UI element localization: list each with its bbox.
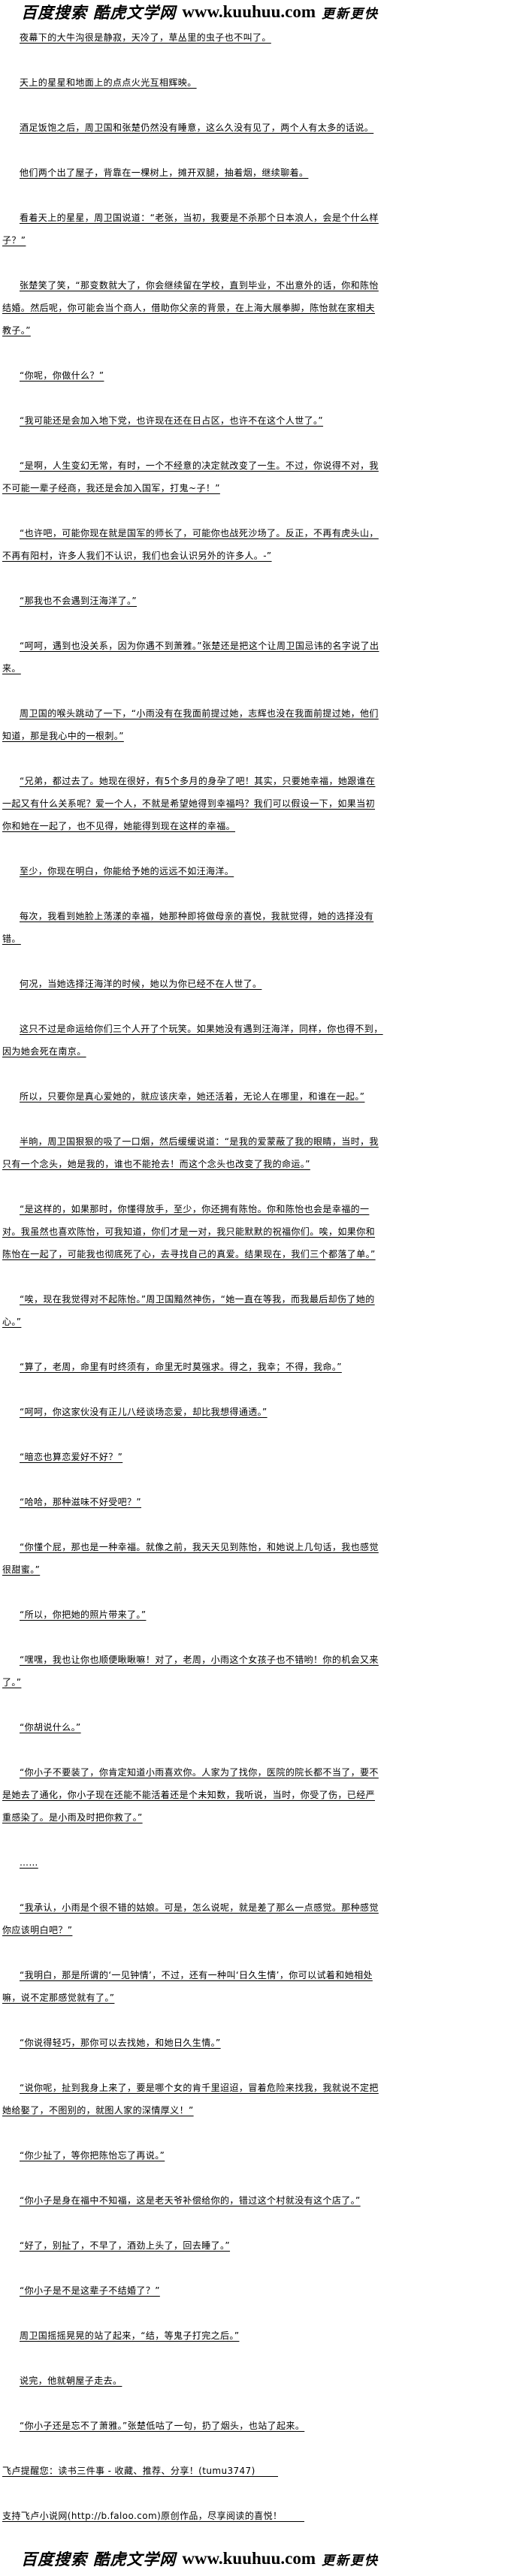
site-logo-footer[interactable]: 百度搜索 酷虎文学网 www.kuuhuu.com 更新更快 [21, 2547, 379, 2570]
story-paragraph: 夜幕下的大牛沟很是静寂，天冷了，草丛里的虫子也不叫了。 [20, 32, 271, 43]
story-paragraph: 看着天上的星星，周卫国说道：“老张，当初，我要是不杀那个日本浪人，会是个什么样子… [2, 213, 379, 246]
story-paragraph: “你呢，你做什么？” [20, 370, 104, 381]
story-paragraph: “嘿嘿，我也让你也顺便瞅瞅嘛！对了，老周，小雨这个女孩子也不错哟！你的机会又来了… [2, 1654, 379, 1688]
story-paragraph: “你少扯了，等你把陈怡忘了再说。” [20, 2150, 165, 2161]
story-paragraph: “所以，你把她的照片带来了。” [20, 1609, 147, 1620]
story-paragraph: “你小子是不是这辈子不结婚了？” [20, 2285, 160, 2296]
story-paragraph: 所以，只要你是真心爱她的，就应该庆幸，她还活着，无论人在哪里，和谁在一起。” [20, 1091, 365, 1102]
story-paragraph: 这只不过是命运给你们三个人开了个玩笑。如果她没有遇到汪海洋，同样，你也得不到，因… [2, 1024, 383, 1057]
story-paragraph: “是啊，人生变幻无常，有时，一个不经意的决定就改变了一生。不过，你说得不对，我不… [2, 460, 379, 493]
story-paragraph: “也许吧，可能你现在就是国军的师长了，可能你也战死沙场了。反正，不再有虎头山，不… [2, 528, 379, 561]
story-paragraph: 他们两个出了屋子，背靠在一棵树上，摊开双腿，抽着烟，继续聊着。 [20, 167, 309, 178]
story-paragraph: 至少，你现在明白，你能给予她的远远不如汪海洋。 [20, 866, 234, 876]
story-paragraph: 每次，我看到她脸上荡漾的幸福，她那种即将做母亲的喜悦，我就觉得，她的选择没有错。 [2, 911, 374, 944]
site-logo-tagline: 更新更快 [322, 2553, 379, 2568]
story-paragraph: …… [20, 1857, 38, 1868]
story-paragraph: “那我也不会遇到汪海洋了。” [20, 596, 138, 606]
story-paragraph: “你胡说什么。” [20, 1722, 81, 1733]
story-paragraph: “唉，现在我觉得对不起陈怡。”周卫国黯然神伤，“她一直在等我，而我最后却伤了她的… [2, 1294, 375, 1327]
story-paragraph: “兄弟，都过去了。她现在很好，有5个多月的身孕了吧！其实，只要她幸福，她跟谁在一… [2, 776, 376, 831]
chapter-content: 夜幕下的大牛沟很是静寂，天冷了，草丛里的虫子也不叫了。天上的星星和地面上的点点火… [2, 26, 384, 2550]
story-paragraph: “算了，老周，命里有时终须有，命里无时莫强求。得之，我幸；不得，我命。” [20, 1362, 342, 1372]
support-link-text[interactable]: 支持飞卢小说网(http://b.faloo.com)原创作品，尽享阅读的喜悦！ [2, 2511, 305, 2522]
story-paragraph: “你小子不要装了，你肯定知道小雨喜欢你。人家为了找你，医院的院长都不当了，要不是… [2, 1767, 379, 1823]
site-logo-tagline: 更新更快 [322, 6, 379, 22]
story-paragraph: 张楚笑了笑，“那变数就大了，你会继续留在学校，直到毕业，不出意外的话，你和陈怡结… [2, 280, 379, 336]
story-paragraph: 周卫国的喉头跳动了一下，“小雨没有在我面前提过她，志辉也没在我面前提过她，他们知… [2, 708, 379, 741]
site-logo-name: 百度搜索 酷虎文学网 [21, 3, 177, 22]
story-paragraph: “哈哈，那种滋味不好受吧？” [20, 1497, 142, 1507]
story-paragraph: “我可能还是会加入地下党，也许现在还在日占区，也许不在这个人世了。” [20, 415, 324, 426]
reading-reminder-text: 飞卢提醒您：读书三件事 - 收藏、推荐、分享！(tumu3747) [2, 2466, 278, 2477]
story-paragraph: “呵呵，你这家伙没有正儿八经谈场恋爱，却比我想得通透。” [20, 1407, 268, 1417]
support-link[interactable]: 支持飞卢小说网(http://b.faloo.com)原创作品，尽享阅读的喜悦！ [2, 2505, 384, 2527]
story-paragraph: 天上的星星和地面上的点点火光互相辉映。 [20, 77, 197, 88]
story-paragraph: “你懂个屁，那也是一种幸福。就像之前，我天天见到陈怡，和她说上几句话，我也感觉很… [2, 1542, 379, 1575]
site-logo-header[interactable]: 百度搜索 酷虎文学网 www.kuuhuu.com 更新更快 [21, 1, 379, 23]
site-logo-url: www.kuuhuu.com [182, 2549, 316, 2568]
story-paragraph: “暗恋也算恋爱好不好？” [20, 1452, 123, 1462]
site-logo-url: www.kuuhuu.com [182, 2, 316, 21]
story-paragraph: “你小子还是忘不了萧雅。”张楚低咕了一句，扔了烟头，也站了起来。 [20, 2421, 305, 2431]
site-logo-name: 百度搜索 酷虎文学网 [21, 2550, 177, 2568]
story-paragraph: 何况，当她选择汪海洋的时候，她以为你已经不在人世了。 [20, 979, 262, 989]
story-paragraph: 半晌，周卫国狠狠的吸了一口烟，然后缓缓说道：“是我的爱蒙蔽了我的眼睛，当时，我只… [2, 1136, 379, 1169]
story-paragraph: “呵呵，遇到也没关系，因为你遇不到萧雅。”张楚还是把这个让周卫国忌讳的名字说了出… [2, 641, 379, 674]
story-paragraph: “好了，别扯了，不早了，酒劲上头了，回去睡了。” [20, 2240, 231, 2251]
story-paragraph: “你说得轻巧，那你可以去找她，和她日久生情。” [20, 2038, 221, 2048]
story-paragraph: “你小子是身在福中不知福，这是老天爷补偿给你的，错过这个村就没有这个店了。” [20, 2195, 361, 2206]
story-paragraph: “说你呢，扯到我身上来了，要是哪个女的肯千里迢迢，冒着危险来找我，我就说不定把她… [2, 2083, 379, 2116]
story-paragraph: 周卫国摇摇晃晃的站了起来，“结，等鬼子打完之后。” [20, 2330, 240, 2341]
story-paragraph: “是这样的，如果那时，你懂得放手，至少，你还拥有陈怡。你和陈怡也会是幸福的一对。… [2, 1204, 376, 1259]
story-paragraph: “我承认，小雨是个很不错的姑娘。可是，怎么说呢，就是差了那么一点感觉。那种感觉你… [2, 1902, 379, 1935]
story-paragraph: “我明白，那是所谓的‘一见钟情’，不过，还有一种叫‘日久生情’，你可以试着和她相… [2, 1970, 373, 2003]
story-paragraph: 酒足饭饱之后，周卫国和张楚仍然没有睡意，这么久没有见了，两个人有太多的话说。 [20, 122, 374, 133]
story-paragraph: 说完，他就朝屋子走去。 [20, 2375, 122, 2386]
reading-reminder: 飞卢提醒您：读书三件事 - 收藏、推荐、分享！(tumu3747) [2, 2460, 384, 2482]
